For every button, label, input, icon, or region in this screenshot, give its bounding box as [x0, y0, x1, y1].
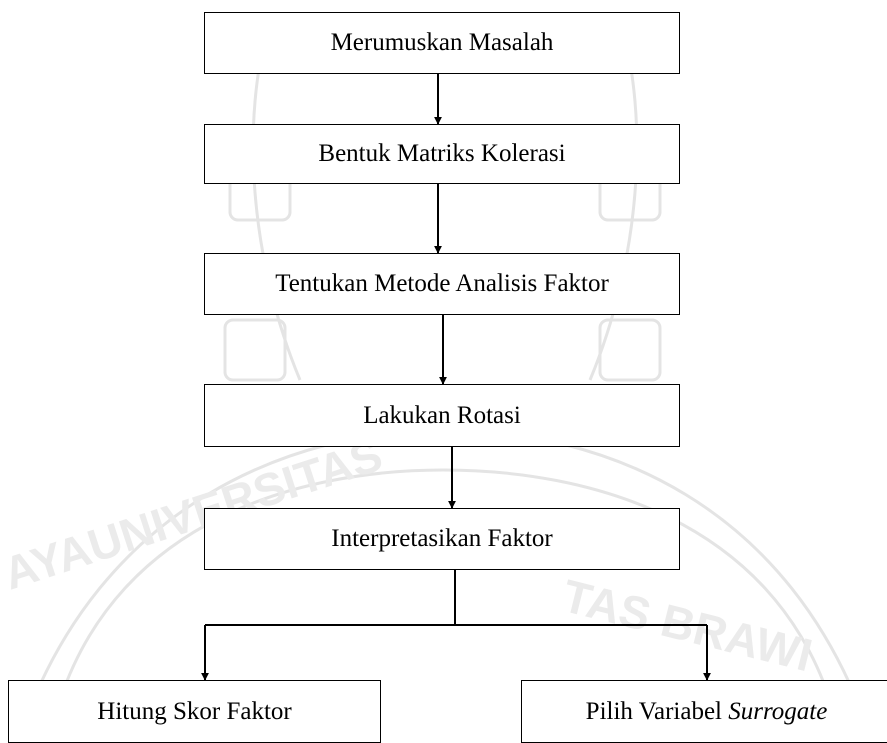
step-label: Lakukan Rotasi — [363, 401, 521, 429]
step-merumuskan-masalah: Merumuskan Masalah — [204, 12, 680, 74]
output-pilih-variabel-surrogate: Pilih Variabel Surrogate — [521, 680, 887, 743]
step-label: Merumuskan Masalah — [330, 29, 554, 56]
step-lakukan-rotasi: Lakukan Rotasi — [204, 384, 680, 447]
step-label: Interpretasikan Faktor — [331, 525, 553, 552]
step-label: Tentukan Metode Analisis Faktor — [275, 270, 609, 297]
step-bentuk-matriks-kolerasi: Bentuk Matriks Kolerasi — [204, 124, 680, 184]
step-tentukan-metode-analisis-faktor: Tentukan Metode Analisis Faktor — [204, 253, 680, 315]
output-label: Hitung Skor Faktor — [97, 697, 292, 725]
step-interpretasikan-faktor: Interpretasikan Faktor — [204, 508, 680, 570]
output-hitung-skor-faktor: Hitung Skor Faktor — [8, 680, 381, 743]
step-label: Bentuk Matriks Kolerasi — [318, 140, 566, 167]
output-label: Pilih Variabel Surrogate — [585, 697, 828, 725]
